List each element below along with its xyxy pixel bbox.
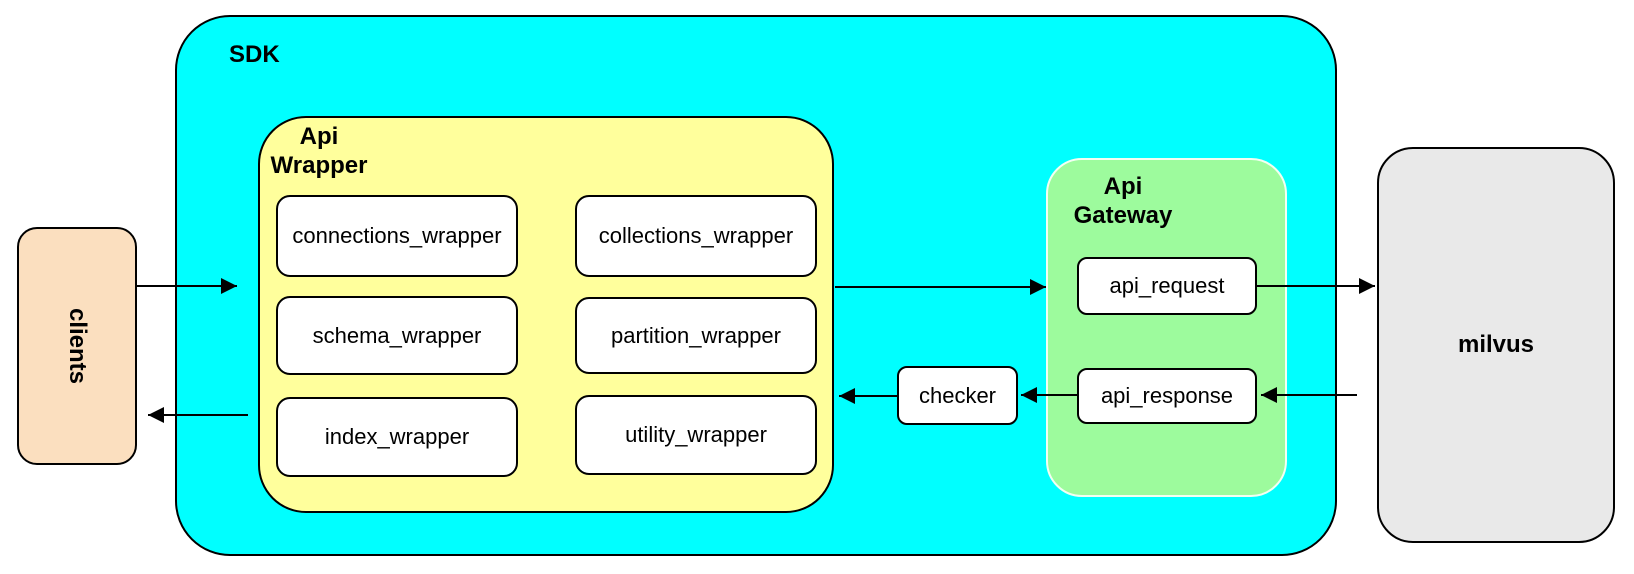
- utility-wrapper-node: utility_wrapper: [575, 395, 817, 475]
- checker-node: checker: [897, 366, 1018, 425]
- api-wrapper-label: Api Wrapper: [260, 122, 378, 180]
- api-wrapper-label-line2: Wrapper: [270, 152, 368, 179]
- milvus-node: milvus: [1377, 147, 1615, 543]
- api-gateway-container: Api Gateway: [1046, 158, 1287, 497]
- collections-wrapper-node: collections_wrapper: [575, 195, 817, 277]
- api-gateway-label-line2: Gateway: [1073, 202, 1173, 229]
- api-request-node: api_request: [1077, 257, 1257, 315]
- api-gateway-label: Api Gateway: [1058, 172, 1188, 230]
- sdk-label: SDK: [229, 41, 280, 68]
- partition-wrapper-node: partition_wrapper: [575, 297, 817, 374]
- milvus-label: milvus: [1457, 331, 1535, 358]
- clients-node: clients: [17, 227, 137, 465]
- api-response-node: api_response: [1077, 368, 1257, 424]
- clients-label: clients: [64, 307, 91, 385]
- api-gateway-label-line1: Api: [1103, 173, 1143, 200]
- index-wrapper-node: index_wrapper: [276, 397, 518, 477]
- schema-wrapper-node: schema_wrapper: [276, 296, 518, 375]
- connections-wrapper-node: connections_wrapper: [276, 195, 518, 277]
- api-wrapper-label-line1: Api: [299, 123, 339, 150]
